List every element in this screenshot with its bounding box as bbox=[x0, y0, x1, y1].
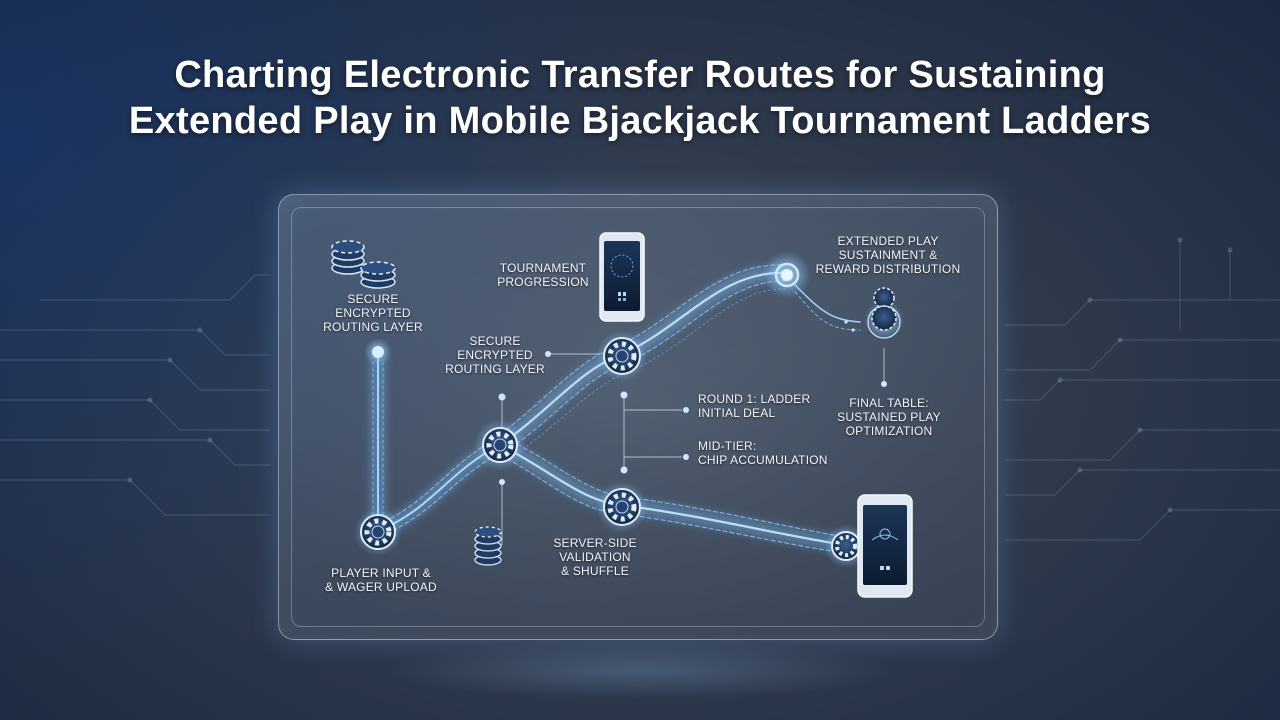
extended-play-node bbox=[763, 251, 811, 299]
chip-node-hub bbox=[474, 419, 526, 471]
callout-lines bbox=[501, 348, 885, 545]
title-line-2: Extended Play in Mobile Bjackjack Tourna… bbox=[128, 100, 1152, 142]
chip-stack-icon bbox=[331, 240, 396, 289]
label-player-input: PLAYER INPUT & & WAGER UPLOAD bbox=[325, 566, 437, 594]
floor-glow bbox=[380, 640, 900, 700]
chip-node-endpoint bbox=[824, 524, 868, 568]
label-tournament-progression: TOURNAMENT PROGRESSION bbox=[497, 261, 589, 289]
label-server-side: SERVER-SIDE VALIDATION & SHUFFLE bbox=[553, 536, 637, 578]
chip-node-player-input bbox=[354, 508, 402, 556]
callout-dots bbox=[498, 320, 887, 485]
routing-start-node bbox=[364, 338, 392, 366]
chip-stack-bottom-icon bbox=[474, 526, 502, 566]
label-secure-routing-mid: SECURE ENCRYPTED ROUTING LAYER bbox=[445, 334, 545, 376]
background-glow bbox=[0, 0, 700, 720]
label-secure-routing-top-left: SECURE ENCRYPTED ROUTING LAYER bbox=[323, 292, 423, 334]
glass-panel-inner-border bbox=[291, 207, 985, 627]
chip-node-secure-routing bbox=[596, 330, 648, 382]
chip-node-server-side bbox=[596, 481, 648, 533]
label-round-1: ROUND 1: LADDER INITIAL DEAL bbox=[698, 392, 811, 420]
page-title: Charting Electronic Transfer Routes for … bbox=[0, 52, 1280, 144]
title-line-1: Charting Electronic Transfer Routes for … bbox=[174, 54, 1106, 96]
phone-endpoint-icon bbox=[857, 494, 913, 598]
label-final-table: FINAL TABLE: SUSTAINED PLAY OPTIMIZATION bbox=[837, 396, 941, 438]
reward-chips-icon bbox=[864, 287, 904, 340]
label-extended-play: EXTENDED PLAY SUSTAINMENT & REWARD DISTR… bbox=[815, 234, 961, 276]
label-mid-tier: MID-TIER: CHIP ACCUMULATION bbox=[698, 439, 828, 467]
phone-tournament-icon bbox=[599, 232, 645, 322]
